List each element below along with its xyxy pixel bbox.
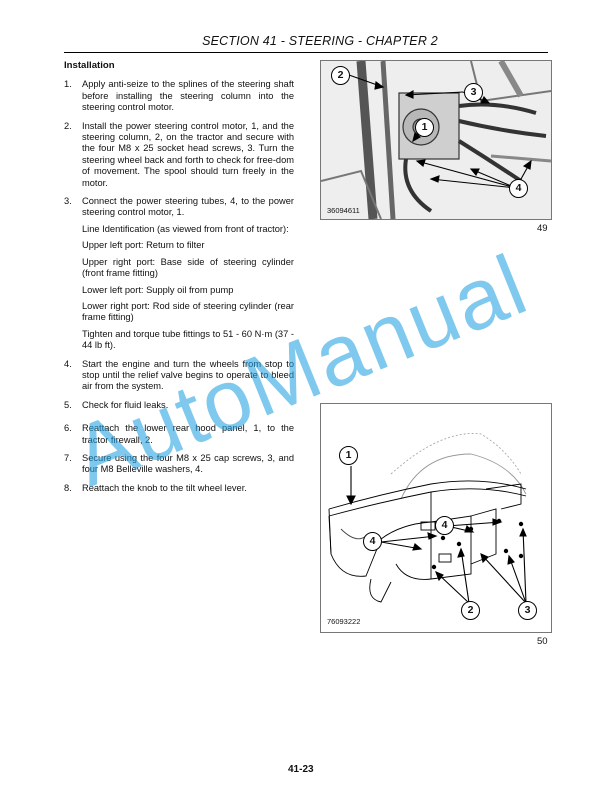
header-rule (64, 52, 548, 53)
step-text: Apply anti-seize to the splines of the s… (82, 79, 294, 113)
line-identification: Line Identification (as viewed from fron… (82, 223, 289, 234)
callout-2: 2 (331, 66, 350, 85)
step-number: 1. (64, 79, 72, 90)
callout-4-upper: 4 (435, 516, 454, 535)
step-3: 3. Connect the power steering tubes, 4, … (64, 196, 294, 351)
step-5: 5. Check for fluid leaks. (64, 400, 294, 411)
callout-3: 3 (464, 83, 483, 102)
step-text: Install the power steering control motor… (82, 120, 294, 188)
callout-3: 3 (518, 601, 537, 620)
port-lower-left: Lower left port: Supply oil from pump (82, 284, 234, 295)
figure-49-id: 36094611 (327, 206, 360, 215)
step-text: Check for fluid leaks. (82, 399, 169, 410)
step-text: Reattach the knob to the tilt wheel leve… (82, 482, 247, 493)
step-text: Secure using the four M8 x 25 cap screws… (82, 452, 294, 475)
steps-list: 1. Apply anti-seize to the splines of th… (64, 79, 294, 494)
figure-50-hood-panel-drawing: 1 4 4 2 3 76093222 (320, 403, 552, 633)
step-text: Reattach the lower rear hood panel, 1, t… (82, 423, 294, 445)
step-6: 6. Reattach the lower rear hood panel, 1… (64, 423, 294, 446)
step-number: 4. (64, 358, 72, 369)
callout-1: 1 (415, 118, 434, 137)
torque-spec: Tighten and torque tube fittings to 51 -… (82, 328, 294, 351)
step-text: Start the engine and turn the wheels fro… (82, 358, 294, 392)
instruction-column: Installation 1. Apply anti-seize to the … (64, 60, 294, 501)
step-number: 8. (64, 482, 72, 493)
step-2: 2. Install the power steering control mo… (64, 121, 294, 189)
figure-49-number: 49 (537, 223, 548, 234)
step-1: 1. Apply anti-seize to the splines of th… (64, 79, 294, 113)
port-lower-right: Lower right port: Rod side of steering c… (82, 300, 294, 323)
callout-1: 1 (339, 446, 358, 465)
step-text: Connect the power steering tubes, 4, to … (82, 196, 294, 218)
callout-2: 2 (461, 601, 480, 620)
callout-4: 4 (509, 179, 528, 198)
step-number: 7. (64, 452, 72, 463)
step-number: 3. (64, 196, 72, 207)
step-number: 5. (64, 399, 72, 410)
figure-50-id: 76093222 (327, 617, 361, 626)
port-upper-left: Upper left port: Return to filter (82, 240, 205, 251)
step-7: 7. Secure using the four M8 x 25 cap scr… (64, 453, 294, 476)
figure-49-steering-motor-photo: 2 3 1 4 36094611 (320, 60, 552, 220)
callout-4-lower: 4 (363, 532, 382, 551)
section-header: SECTION 41 - STEERING - CHAPTER 2 (202, 34, 438, 48)
figure-50-number: 50 (537, 636, 548, 647)
page-number: 41-23 (288, 764, 314, 775)
step-8: 8. Reattach the knob to the tilt wheel l… (64, 483, 294, 494)
installation-heading: Installation (64, 60, 115, 71)
step-number: 2. (64, 120, 72, 131)
port-upper-right: Upper right port: Base side of steering … (82, 256, 294, 279)
hood-panel-illustration (328, 433, 527, 604)
step-4: 4. Start the engine and turn the wheels … (64, 359, 294, 393)
step-number: 6. (64, 423, 72, 434)
